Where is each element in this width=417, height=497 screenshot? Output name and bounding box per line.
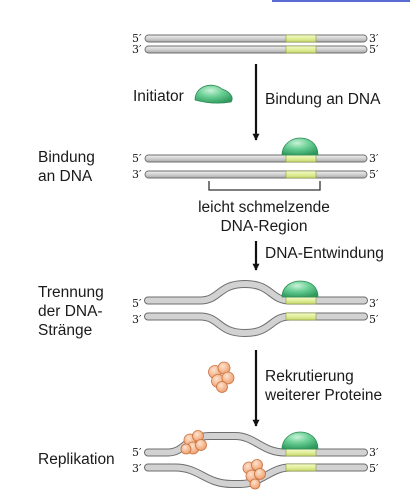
initiator-protein-icon [281,137,319,156]
strand-end-label: 5′ [132,32,142,45]
step-2-text: DNA-Entwindung [265,245,384,262]
stage-label-separation-line1: Trennung [38,284,104,301]
strand-end-label: 5′ [369,43,379,56]
strand-end-label: 3′ [132,313,142,326]
dna-replication-bubble: 5′ 3′ 3′ 5′ [132,430,379,490]
strand-end-label: 3′ [369,297,379,310]
recruited-protein-icon [180,430,207,455]
step-3-text-line1: Rekrutierung [265,368,354,385]
melting-region-top [285,448,317,457]
dna-strand-top [145,433,367,456]
stage-label-binding-line1: Bindung [38,149,95,166]
region-label-line1: leicht schmelzende [198,199,330,216]
strand-end-label: 5′ [369,168,379,181]
strand-end-label: 5′ [369,313,379,326]
strand-end-label: 3′ [369,446,379,459]
dna-strand-bottom [144,170,368,179]
step-1-text: Bindung an DNA [265,91,381,108]
initiator-label: Initiator [133,88,184,105]
region-label-line2: DNA-Region [220,218,307,235]
initiator-protein-icon [281,431,319,450]
strand-end-label: 5′ [132,446,142,459]
strand-end-label: 3′ [132,43,142,56]
melting-region-top [285,154,317,163]
melting-region-bottom [285,463,317,472]
initiator-protein-icon [281,280,319,298]
stage-label-binding-line2: an DNA [38,168,93,185]
strand-end-label: 3′ [369,152,379,165]
dna-strand-bottom [145,464,367,487]
strand-end-label: 3′ [132,462,142,475]
dna-strand-top [144,34,368,43]
recruited-protein-icon [242,459,266,490]
stage-label-separation-line2: der DNA- [38,303,103,320]
melting-region-bottom [285,170,317,179]
dna-strand-top [145,280,367,304]
strand-end-label: 3′ [132,168,142,181]
strand-end-label: 5′ [132,152,142,165]
dna-duplex-initial: 5′ 3′ 3′ 5′ [132,32,379,56]
dna-duplex-bound: 5′ 3′ 3′ 5′ [132,137,379,181]
strand-end-label: 5′ [132,297,142,310]
stage-label-separation-line3: Stränge [38,322,92,339]
region-bracket [208,181,321,191]
melting-region-top [285,296,317,305]
initiator-protein-icon [194,84,233,104]
stage-label-replication: Replikation [38,451,115,468]
dna-strand-top [144,154,368,163]
step-3-text-line2: weiterer Proteine [264,387,382,404]
dna-strand-bottom [144,45,368,54]
strand-end-label: 3′ [369,32,379,45]
melting-region-bottom [285,45,317,54]
dna-strand-bottom [145,313,367,337]
recruited-protein-icon [208,361,235,393]
dna-duplex-separated: 5′ 3′ 3′ 5′ [132,279,379,338]
melting-region-bottom [285,312,317,321]
strand-end-label: 5′ [369,462,379,475]
melting-region-top [285,34,317,43]
